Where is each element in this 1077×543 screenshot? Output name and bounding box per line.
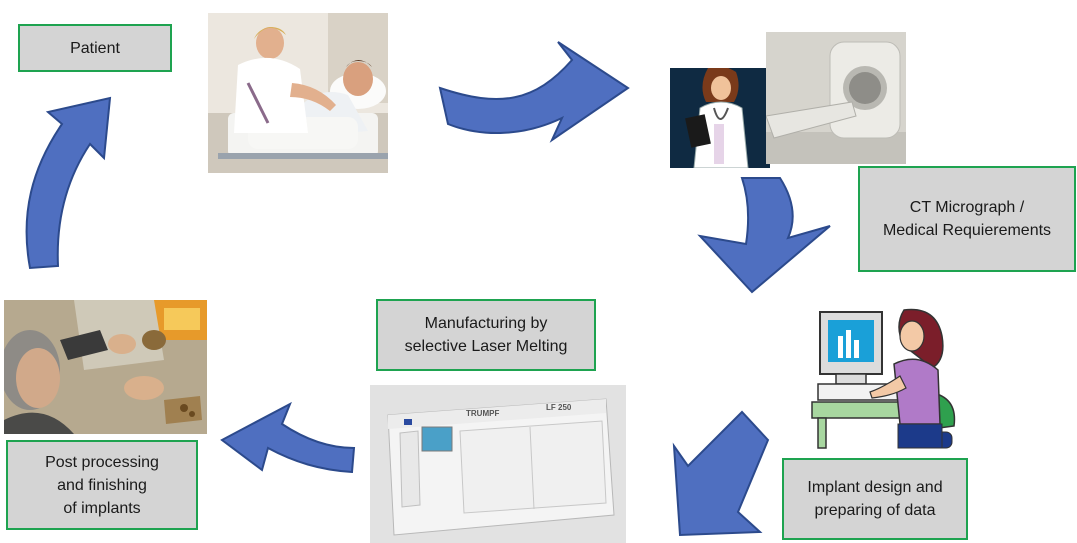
node-post-processing: Post processing and finishing of implant… [6,440,198,530]
designer-clipart [808,306,958,454]
arrow-bottom-left [220,401,356,474]
node-implant-design: Implant design and preparing of data [782,458,968,540]
patient-photo [208,13,388,173]
designer-figure [808,306,958,454]
post-processing-scene [4,300,207,434]
arrow-left [25,96,112,270]
ct-scanner [766,32,906,164]
arrow-top [438,41,630,143]
doctor-clipart [670,68,770,168]
node-implant-design-label: Implant design and preparing of data [807,479,943,519]
node-ct-label: CT Micrograph / Medical Requierements [882,199,1052,239]
post-processing-photo [4,300,207,434]
slm-machine [370,385,626,543]
ct-scanner-photo [766,32,906,164]
node-patient: Patient [18,24,172,72]
patient-scene [208,13,388,173]
arrow-lower-right [672,410,770,537]
machine-brand-text: TRUMPF [466,409,500,418]
slm-machine-photo: TRUMPF LF 250 [370,385,626,543]
node-manufacturing-label: Manufacturing by selective Laser Melting [404,315,568,355]
node-ct: CT Micrograph / Medical Requierements [858,166,1076,272]
node-manufacturing: Manufacturing by selective Laser Melting [376,299,596,371]
doctor-figure [670,68,770,168]
node-post-processing-label: Post processing and finishing of implant… [45,453,159,517]
machine-model-text: LF 250 [546,403,572,412]
arrow-down [697,177,831,294]
node-patient-label: Patient [70,39,120,57]
